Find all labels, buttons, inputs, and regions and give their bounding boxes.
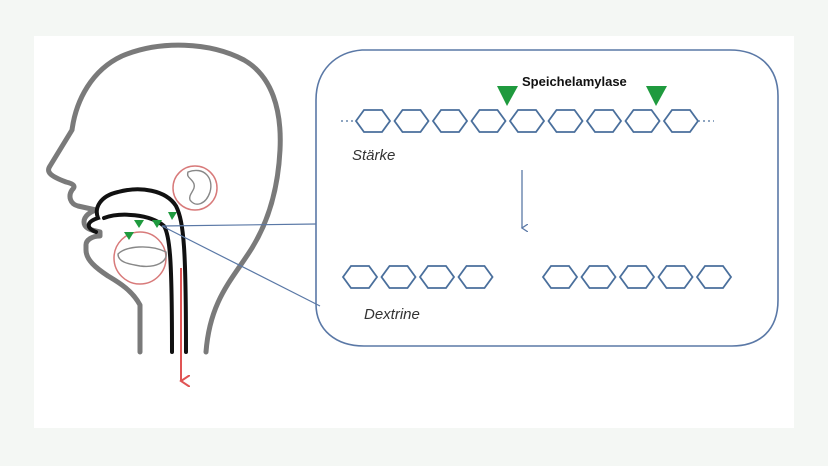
parotid-gland [172, 165, 218, 211]
glucose-unit [580, 265, 617, 289]
enzyme-triangle-icon [646, 86, 667, 106]
head-profile-icon [46, 42, 283, 355]
dextrin-chain [541, 265, 733, 289]
glucose-unit [657, 265, 694, 289]
glucose-unit [380, 265, 417, 289]
glucose-unit [393, 109, 430, 133]
detail-callout-box [315, 49, 779, 347]
enzyme-triangle-icon [152, 220, 162, 228]
glucose-unit [662, 109, 700, 133]
enzyme-triangle-icon [497, 86, 518, 106]
glucose-unit [418, 265, 456, 289]
glucose-unit [695, 265, 733, 289]
sublingual-gland [113, 231, 167, 285]
diagram-panel [34, 36, 794, 428]
enzyme-triangle-icon [168, 212, 177, 220]
mouth-enzyme-markers [124, 212, 177, 240]
glucose-unit [457, 265, 494, 289]
dextrins-label: Dextrine [364, 306, 420, 323]
callout-lines [161, 223, 321, 307]
glucose-unit [547, 109, 584, 133]
glucose-unit [624, 109, 661, 133]
starch-label: Stärke [352, 147, 395, 164]
enzyme-triangle-icon [134, 220, 144, 228]
glucose-unit [585, 109, 623, 133]
dextrin-chain [341, 265, 494, 289]
glucose-unit [508, 109, 546, 133]
glucose-unit [541, 265, 579, 289]
glucose-unit [618, 265, 656, 289]
starch-chain [341, 109, 714, 133]
glucose-unit [354, 109, 392, 133]
glucose-unit [431, 109, 469, 133]
glucose-unit [470, 109, 507, 133]
glucose-unit [341, 265, 379, 289]
enzyme-triangle-icon [124, 232, 134, 240]
enzyme-label: Speichelamylase [522, 74, 627, 89]
